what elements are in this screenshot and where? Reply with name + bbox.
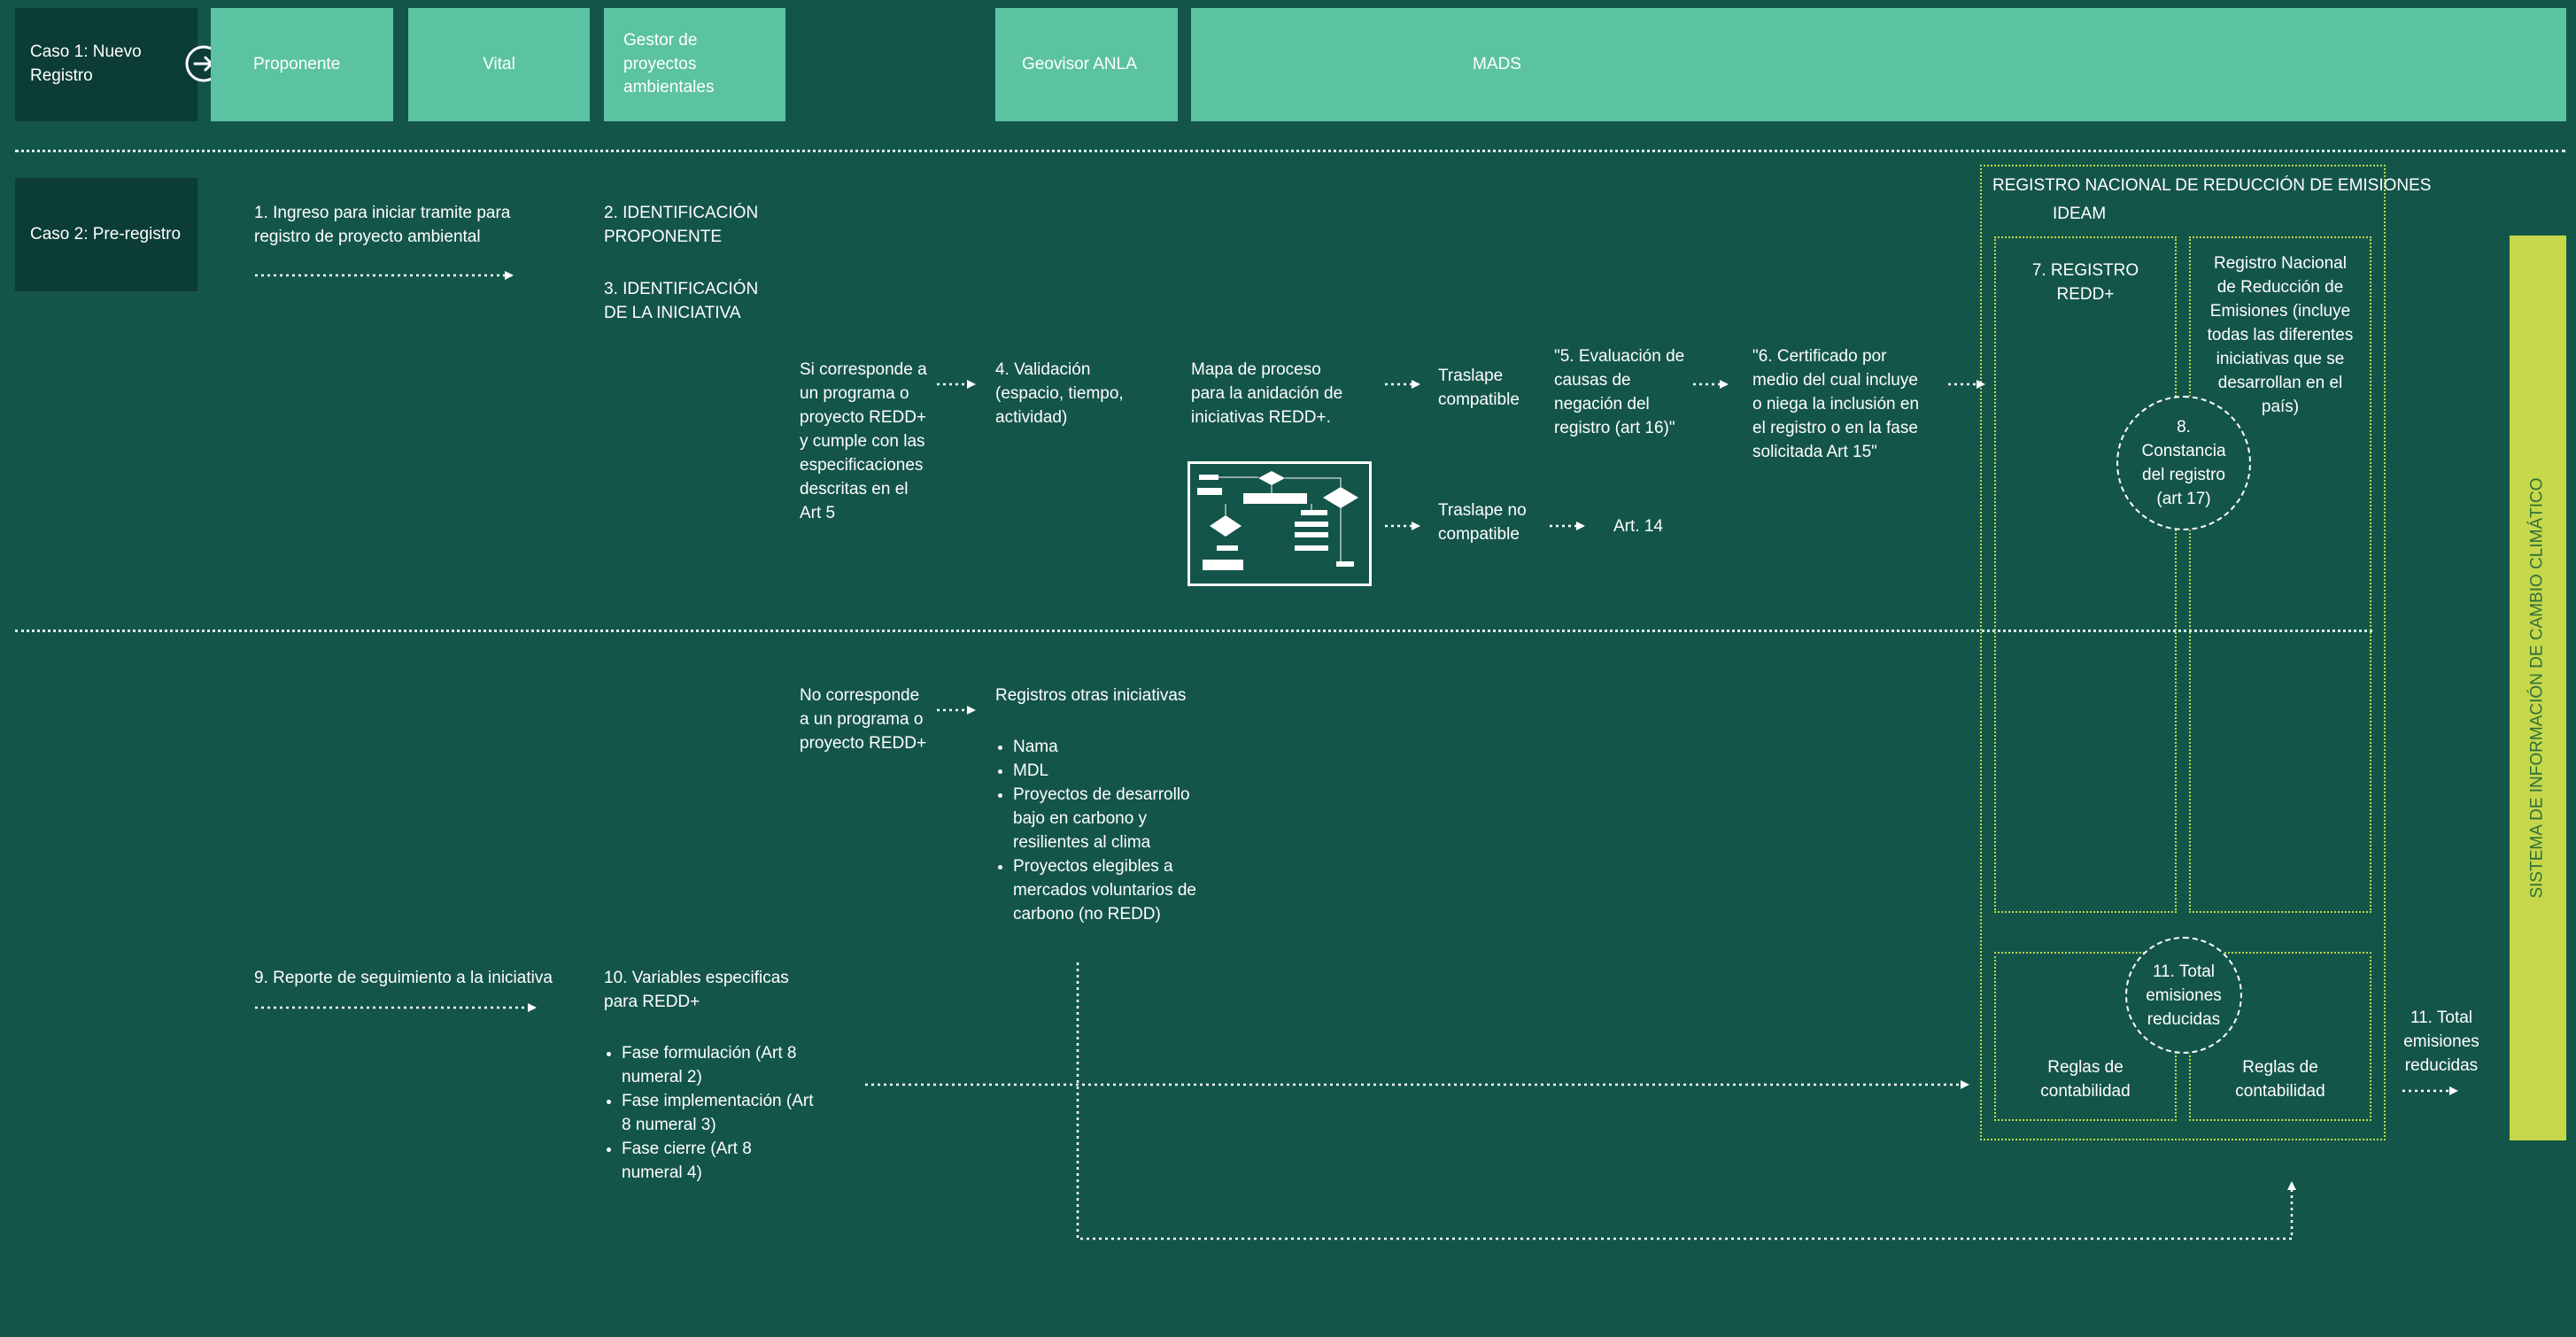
step-10: 10. Variables especificas para REDD+ Fas… [604,966,816,1185]
list-item: Proyectos elegibles a mercados voluntari… [1013,854,1217,926]
step-9: 9. Reporte de seguimiento a la iniciativ… [254,969,553,987]
step-11: 11. Total emisiones reducidas [2146,962,2222,1029]
step-8-circle: 8. Constancia del registro (art 17) [2116,396,2251,530]
step-2: 2. IDENTIFICACIÓN PROPONENTE [604,204,759,246]
list-item: MDL [1013,759,1217,783]
actor-vital[interactable]: Vital [408,8,590,121]
art-14: Art. 14 [1613,517,1663,536]
registry-redd-column [1994,236,2177,913]
list-item: Nama [1013,735,1217,759]
list-item: Proyectos de desarrollo bajo en carbono … [1013,783,1217,854]
other-registries-title: Registros otras iniciativas [995,686,1187,705]
traslape-no-compatible: Traslape no compatible [1438,501,1527,544]
step-8: 8. Constancia del registro (art 17) [2141,418,2226,508]
actor-mads[interactable]: MADS [1191,8,2566,121]
case2-text: Caso 2: Pre-registro [30,224,182,243]
climate-info-system-bar[interactable]: SISTEMA DE INFORMACIÓN DE CAMBIO CLIMÁTI… [2510,236,2566,1140]
actor-proponente[interactable]: Proponente [211,8,393,121]
actor-geovisor[interactable]: Geovisor ANLA [995,8,1178,121]
registry-title: REGISTRO NACIONAL DE REDUCCIÓN DE EMISIO… [1992,176,2432,195]
accounting-rules-left: Reglas de contabilidad [2040,1058,2131,1101]
step-10-title: 10. Variables especificas para REDD+ [604,969,789,1011]
step-6: "6. Certificado por medio del cual inclu… [1752,347,1920,461]
step-7: 7. REGISTRO REDD+ [2031,261,2139,304]
actor-mads-label: MADS [1473,54,1521,73]
case1-text: Caso 1: Nuevo Registro [30,43,142,85]
other-registries: Registros otras iniciativas Nama MDL Pro… [995,684,1217,926]
other-registries-list: Nama MDL Proyectos de desarrollo bajo en… [995,735,1217,926]
national-registry-desc: Registro Nacional de Reducción de Emisio… [2207,254,2354,416]
phases-list: Fase formulación (Art 8 numeral 2) Fase … [604,1041,816,1185]
step-4: 4. Validación (espacio, tiempo, activida… [995,360,1124,427]
list-item: Fase formulación (Art 8 numeral 2) [622,1041,816,1089]
registry-national-column [2189,236,2371,913]
condition-corresponde: Si corresponde a un programa o proyecto … [800,360,927,522]
actor-vital-label: Vital [483,54,515,73]
step-1: 1. Ingreso para iniciar tramite para reg… [254,204,511,246]
accounting-rules-right: Reglas de contabilidad [2235,1058,2325,1101]
total-reduced-outside: 11. Total emisiones reducidas [2403,1009,2479,1075]
list-item: Fase implementación (Art 8 numeral 3) [622,1089,816,1137]
climate-info-system-label: SISTEMA DE INFORMACIÓN DE CAMBIO CLIMÁTI… [2528,477,2548,899]
process-map-thumbnail[interactable] [1187,461,1372,586]
separator-middle [15,630,2372,632]
traslape-compatible: Traslape compatible [1438,367,1520,409]
actor-geovisor-label: Geovisor ANLA [1022,54,1137,73]
condition-no-corresponde: No corresponde a un programa o proyecto … [800,686,927,753]
case1-label: Caso 1: Nuevo Registro [15,8,197,121]
actor-gestor-label: Gestor de proyectos ambientales [623,31,715,97]
separator-top [15,150,2565,152]
list-item: Fase cierre (Art 8 numeral 4) [622,1137,816,1185]
registry-org: IDEAM [2053,205,2107,223]
step-3: 3. IDENTIFICACIÓN DE LA INICIATIVA [604,280,759,322]
step-5: "5. Evaluación de causas de negación del… [1554,347,1685,437]
case2-label: Caso 2: Pre-registro [15,178,197,291]
actor-gestor[interactable]: Gestor de proyectos ambientales [604,8,785,121]
step-11-circle: 11. Total emisiones reducidas [2125,937,2242,1054]
process-map-caption: Mapa de proceso para la anidación de ini… [1191,360,1343,427]
actor-proponente-label: Proponente [253,54,341,73]
